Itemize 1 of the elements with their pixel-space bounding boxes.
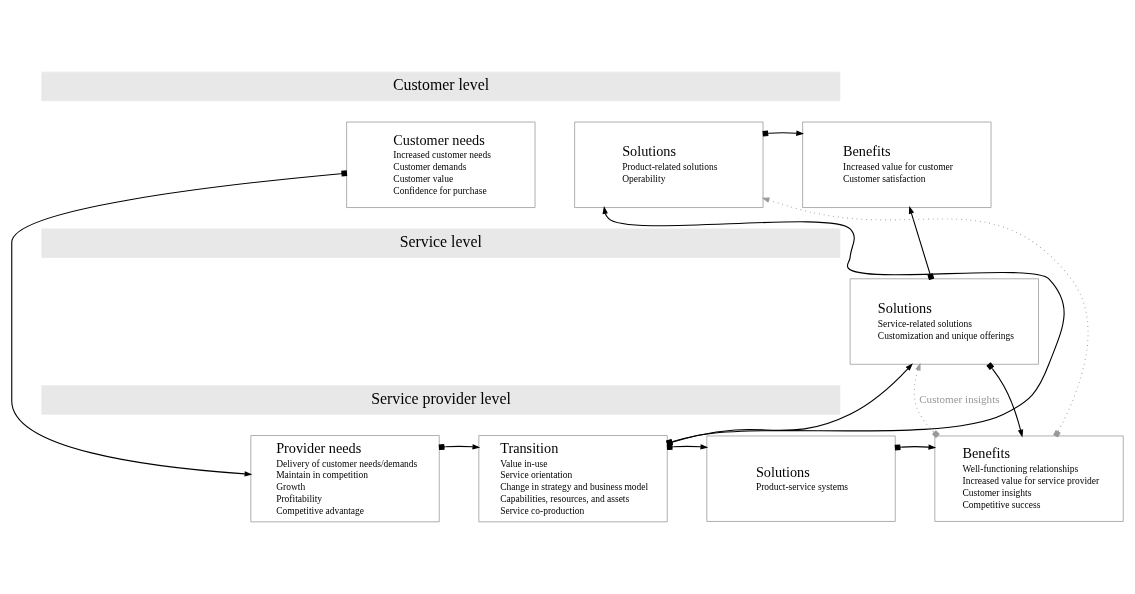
edge-label: Customer insights <box>919 392 1000 405</box>
